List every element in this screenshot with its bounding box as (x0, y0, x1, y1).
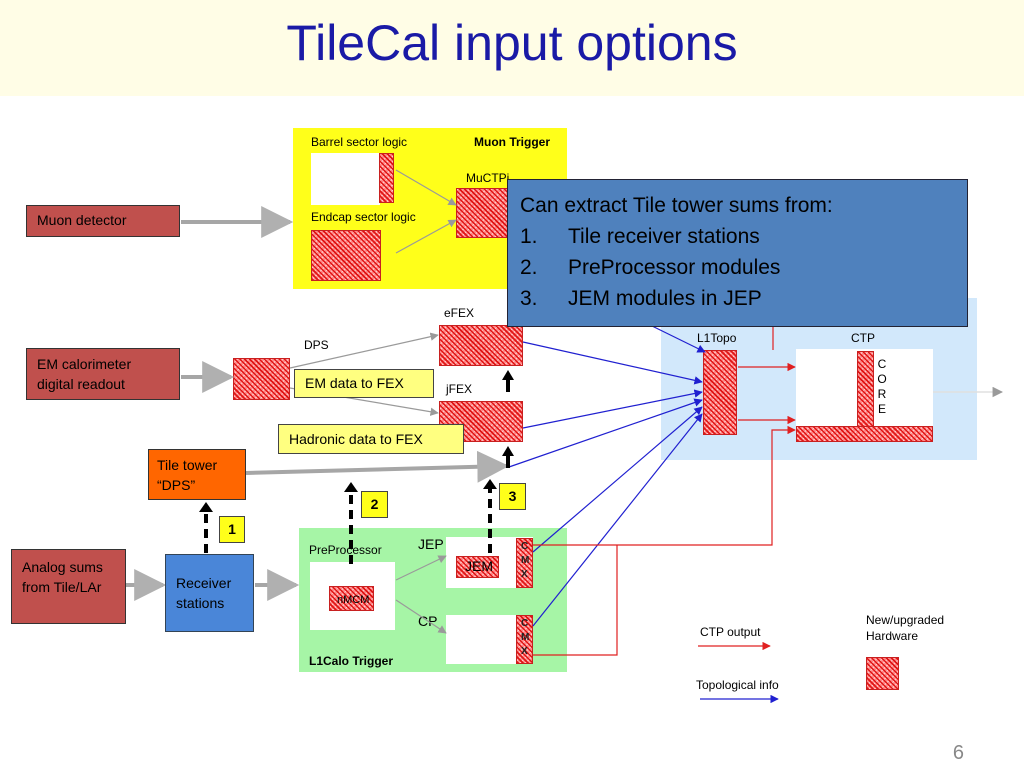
core-letter: R (877, 387, 887, 401)
cp-to-l1topo (532, 413, 703, 627)
jfex-label: jFEX (446, 382, 473, 396)
cmx-letter: C (521, 541, 529, 552)
cp-cmx-hw (516, 615, 533, 664)
core-label: C O R E (876, 357, 888, 417)
tile-to-l1topo (508, 398, 703, 468)
legend-new-hw-swatch (866, 657, 899, 690)
dps-hw (233, 358, 290, 400)
legend-new-hw-label: New/upgraded Hardware (866, 613, 945, 643)
cp-cmx-to-ctp (533, 545, 618, 656)
jfex-to-l1topo (522, 389, 703, 429)
core-letter: C (877, 357, 887, 371)
barrel-to-muctpi (395, 169, 457, 206)
callout-item-num: 2. (520, 256, 538, 279)
callout-heading: Can extract Tile tower sums from: (520, 194, 833, 217)
jep-to-l1topo (532, 406, 703, 553)
barrel-sector-label: Barrel sector logic (311, 135, 408, 149)
hadronic-data-label: Hadronic data to FEX (278, 424, 464, 454)
jem-hw (456, 556, 499, 578)
cmx-letter: X (521, 646, 528, 657)
cmx-letter: X (521, 569, 528, 580)
preprocessor-label: PreProcessor (309, 543, 382, 557)
muon-trigger-label: Muon Trigger (474, 135, 550, 149)
page-number: 6 (952, 742, 964, 764)
cmx-letter: C (521, 618, 529, 629)
analog-sums-box: Analog sums from Tile/LAr (11, 549, 126, 624)
callout-item-num: 1. (520, 225, 538, 248)
marker-2-head (344, 482, 358, 492)
legend-ctp-output-label: CTP output (700, 625, 761, 639)
jep-cmx-hw (516, 538, 533, 588)
callout-item: 3. JEM modules in JEP (520, 283, 955, 314)
jep-cmx-to-ctp (533, 425, 796, 546)
jep-cmx-label: C M X (521, 540, 529, 582)
dps-to-efex (289, 332, 439, 369)
em-data-label: EM data to FEX (294, 369, 434, 398)
barrel-logic-hw (379, 153, 394, 203)
pp-to-jep (395, 555, 447, 581)
callout-item: 2. PreProcessor modules (520, 252, 955, 283)
endcap-to-muctpi (395, 219, 457, 254)
tile-dps-box: Tile tower “DPS” (148, 449, 246, 500)
muctpi-label: MuCTPi (466, 171, 510, 185)
muctpi-to-l1topo (649, 324, 706, 353)
em-readout-box: EM calorimeter digital readout (26, 348, 180, 400)
ctp-horizontal-hw (796, 426, 933, 442)
ctp-vertical-hw (857, 351, 874, 428)
callout-item-text: JEM modules in JEP (568, 287, 762, 310)
core-letter: E (877, 402, 886, 416)
muon-detector-box: Muon detector (26, 205, 180, 237)
efex-to-l1topo (522, 341, 703, 385)
cmx-letter: M (521, 555, 530, 566)
tile-dps-arrow (245, 450, 510, 483)
pp-to-cp (395, 599, 447, 634)
efex-up-head (502, 370, 514, 380)
l1topo-hw (703, 350, 737, 435)
marker-2: 2 (361, 491, 388, 518)
nmcm-hw (329, 586, 374, 611)
marker-3-head (483, 479, 497, 489)
callout-item: 1. Tile receiver stations (520, 221, 955, 252)
efex-label: eFEX (444, 306, 475, 320)
nmcm-label: nMCM (337, 594, 370, 606)
legend-topo-label: Topological info (696, 678, 779, 692)
l1topo-label: L1Topo (697, 331, 737, 345)
slide-title: TileCal input options (286, 15, 738, 71)
callout-item-num: 3. (520, 287, 538, 310)
jep-label: JEP (418, 536, 444, 552)
endcap-logic-hw (311, 230, 381, 281)
callout-item-text: PreProcessor modules (568, 256, 781, 279)
receiver-stations-box: Receiver stations (165, 554, 254, 632)
core-letter: O (877, 372, 887, 386)
callout-box: Can extract Tile tower sums from: 1. Tile… (507, 179, 968, 327)
marker-1: 1 (219, 516, 245, 543)
dps-label: DPS (304, 338, 329, 352)
muctpi-hw (456, 188, 508, 238)
l1calo-trigger-label: L1Calo Trigger (309, 654, 394, 668)
marker-3: 3 (499, 483, 526, 510)
jfex-up-head (502, 446, 514, 456)
title-bar (0, 0, 1024, 96)
cmx-letter: M (521, 632, 530, 643)
cp-cmx-label: C M X (521, 617, 529, 659)
efex-hw (439, 325, 523, 366)
callout-item-text: Tile receiver stations (568, 225, 760, 248)
endcap-sector-label: Endcap sector logic (311, 210, 416, 224)
jem-label: JEM (465, 558, 493, 574)
barrel-logic-box (311, 153, 380, 205)
marker-1-head (199, 502, 213, 512)
ctp-label: CTP (851, 331, 875, 345)
